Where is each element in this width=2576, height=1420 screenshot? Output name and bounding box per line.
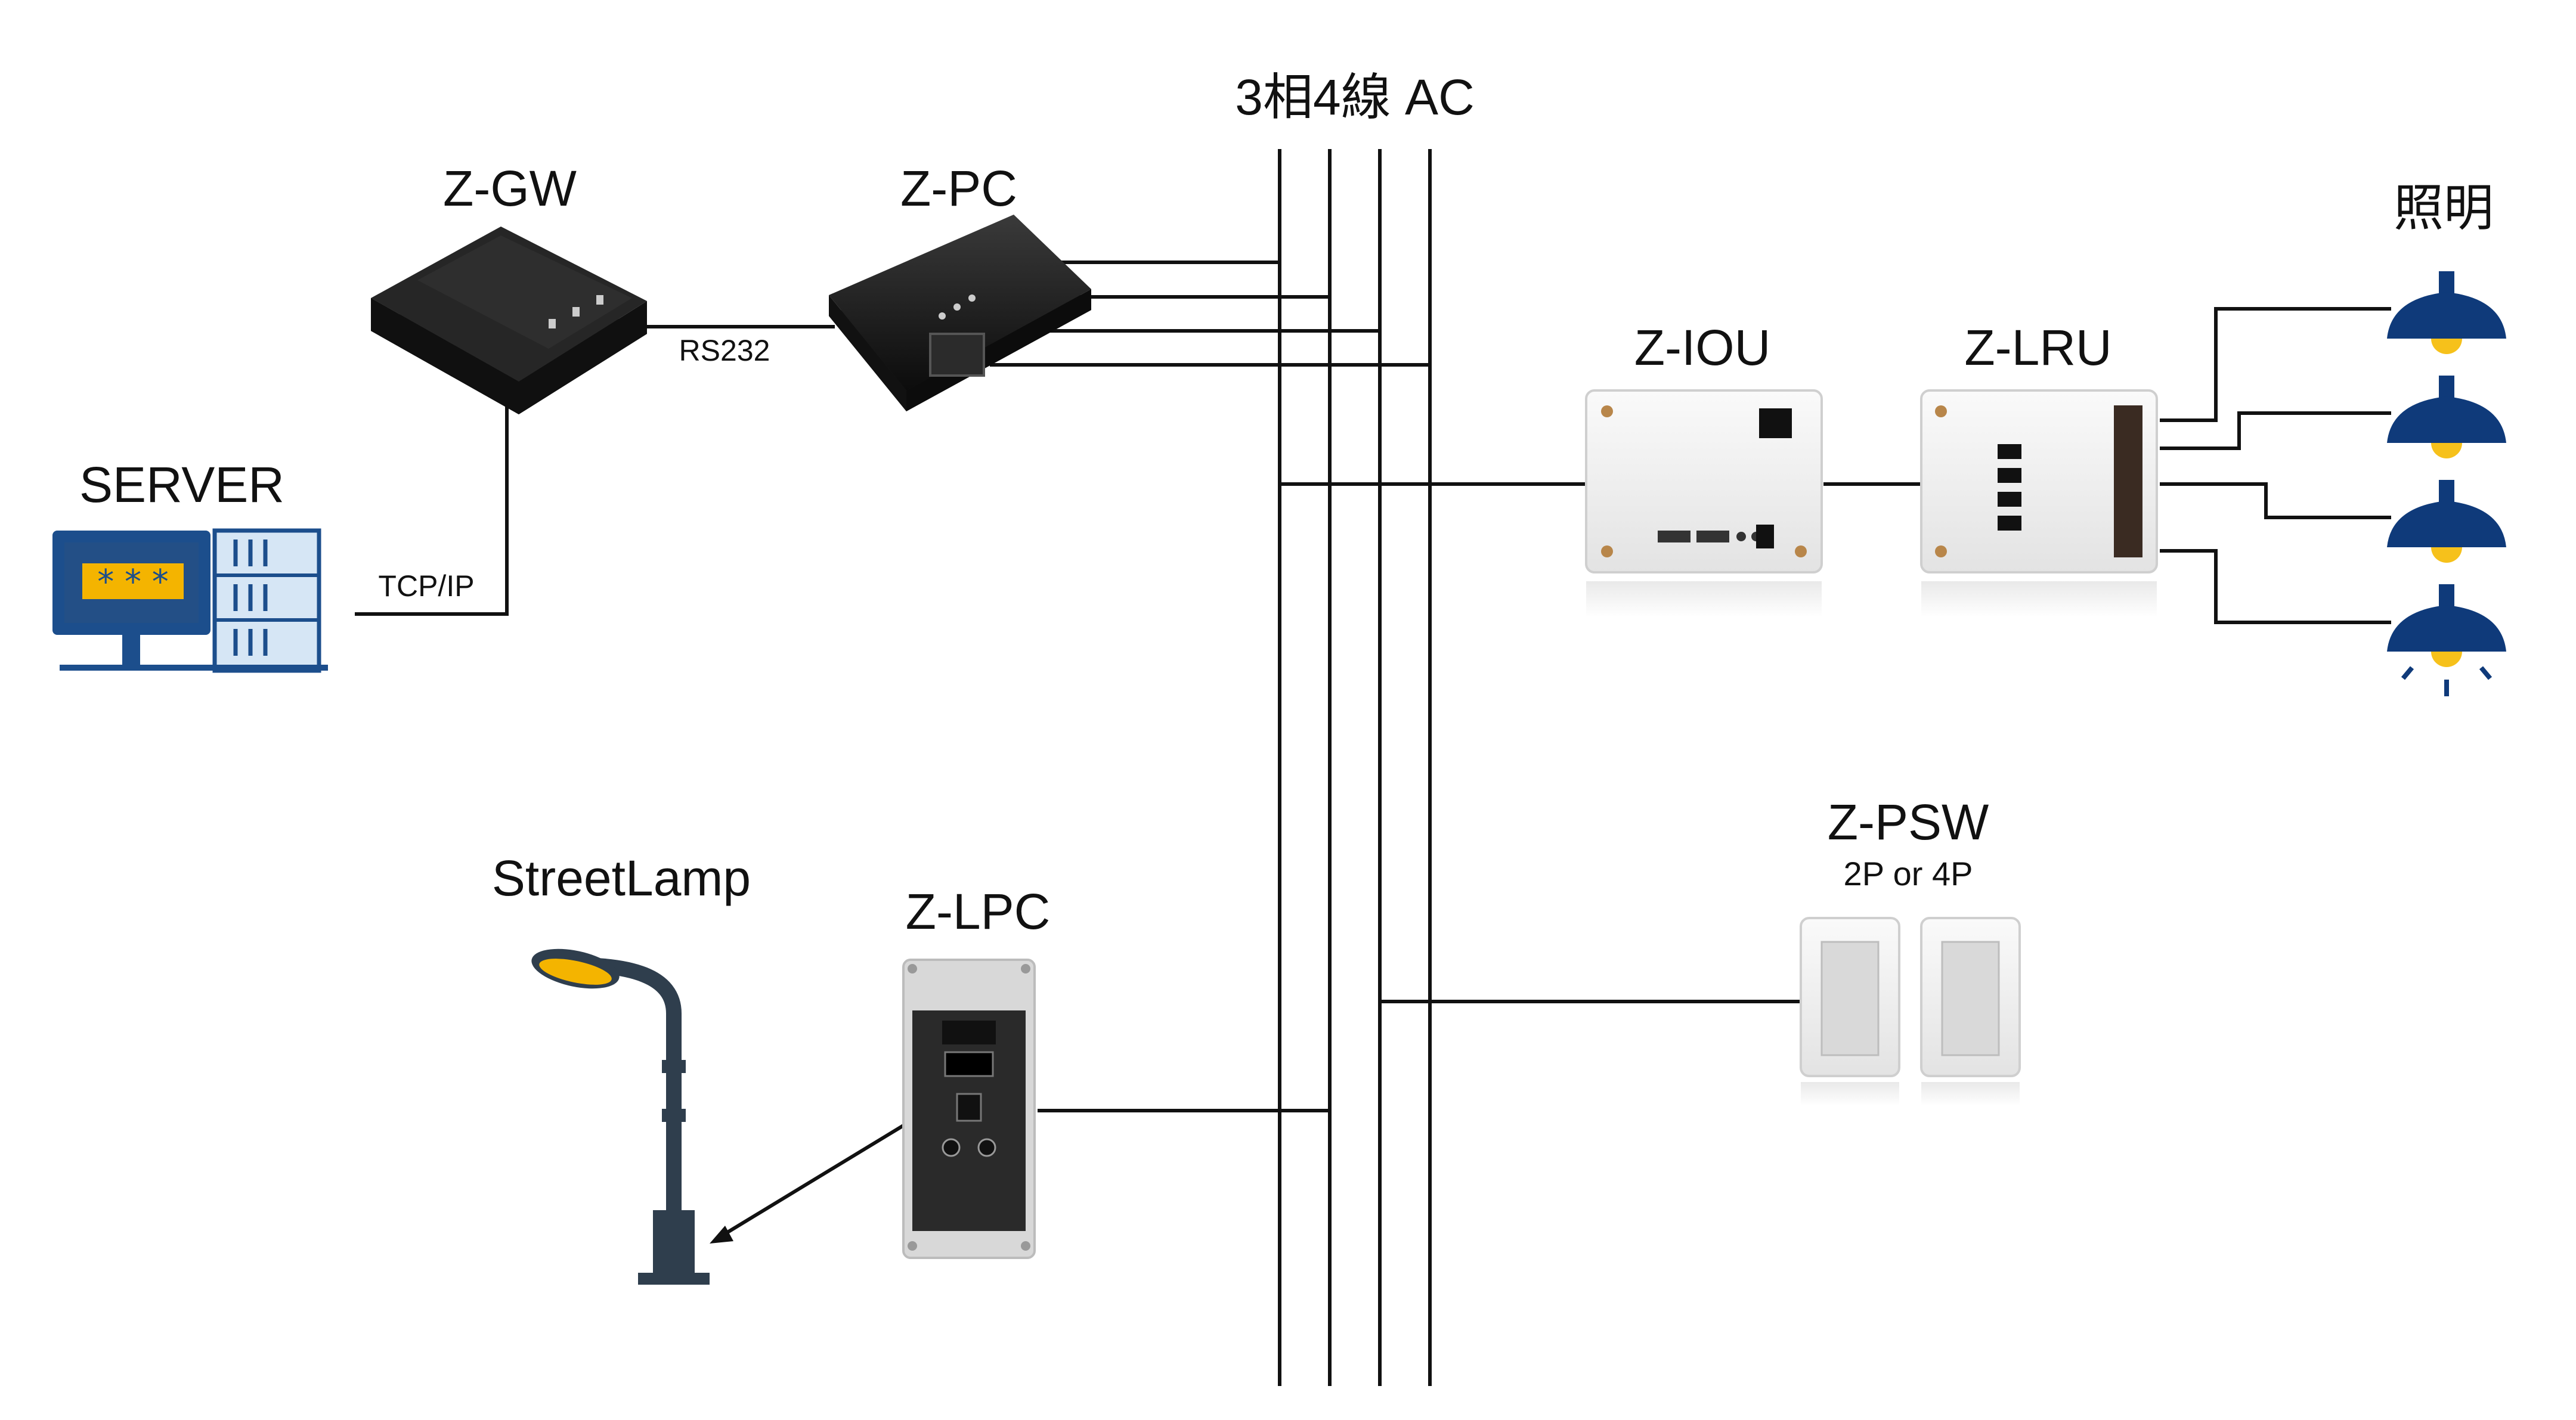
streetlamp-icon	[531, 948, 710, 1285]
rs232-label: RS232	[679, 334, 770, 367]
tcpip-label: TCP/IP	[378, 569, 474, 603]
z-lru-device	[1920, 389, 2158, 617]
z-pc-label: Z-PC	[900, 160, 1017, 216]
lamp-icon-3	[2387, 480, 2506, 563]
z-psw-device	[1800, 917, 2021, 1106]
z-lru-label: Z-LRU	[1964, 320, 2111, 376]
lamp-icon-1	[2387, 271, 2506, 354]
lamp-icon-2	[2387, 376, 2506, 458]
ac-bus-title: 3相4線 AC	[1235, 69, 1474, 125]
z-iou-device	[1585, 389, 1823, 617]
z-psw-label: Z-PSW	[1828, 794, 1989, 850]
lamp-icon-4-lit	[2387, 584, 2506, 696]
z-gw-device	[371, 227, 647, 414]
z-pc-device	[829, 215, 1091, 411]
z-psw-note: 2P or 4P	[1844, 855, 1973, 892]
server-icon: * * *	[52, 528, 328, 673]
ac-bus	[1278, 149, 1432, 1386]
streetlamp-label: StreetLamp	[492, 850, 751, 906]
arrowhead	[710, 1226, 733, 1244]
z-lpc-label: Z-LPC	[906, 883, 1051, 940]
server-label: SERVER	[79, 457, 284, 513]
z-gw-label: Z-GW	[443, 160, 577, 216]
svg-text:* * *: * * *	[97, 563, 169, 602]
z-iou-label: Z-IOU	[1634, 320, 1771, 376]
lighting-label: 照明	[2394, 180, 2494, 236]
z-lpc-device	[902, 959, 1036, 1259]
